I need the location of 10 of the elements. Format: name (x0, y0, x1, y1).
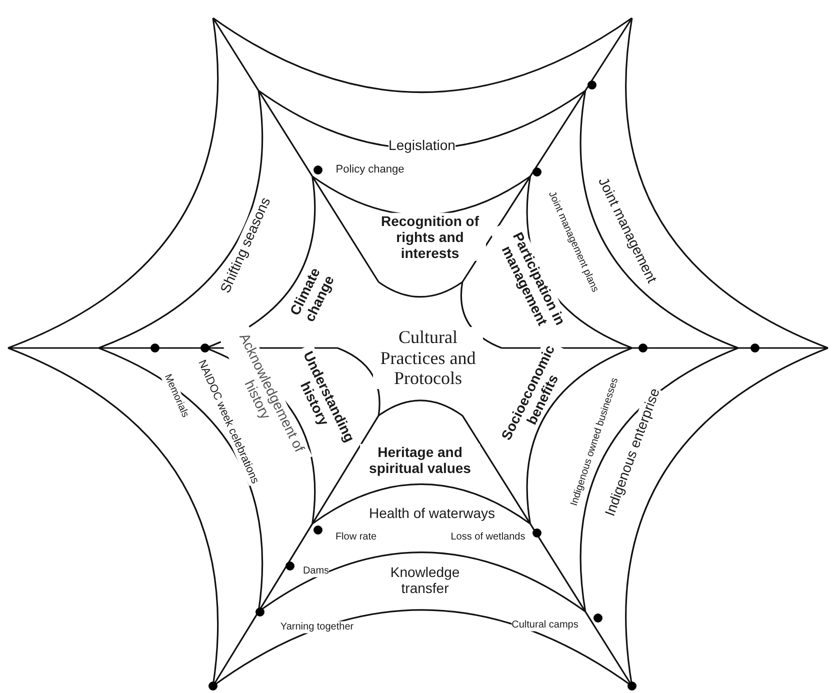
region-label: Legislation (388, 136, 456, 154)
node-label: Loss of wetlands (450, 531, 526, 543)
centre-label: Cultural Practices and Protocols (373, 326, 483, 390)
node-label: Yarning together (280, 621, 354, 633)
node-label: Policy change (336, 164, 404, 176)
node-label: Flow rate (335, 531, 377, 543)
region-label: Health of waterways (368, 504, 496, 522)
theme-heading: Heritage and spiritual values (360, 444, 480, 476)
node-label: Dams (302, 565, 330, 577)
node-label: Cultural camps (512, 619, 578, 631)
